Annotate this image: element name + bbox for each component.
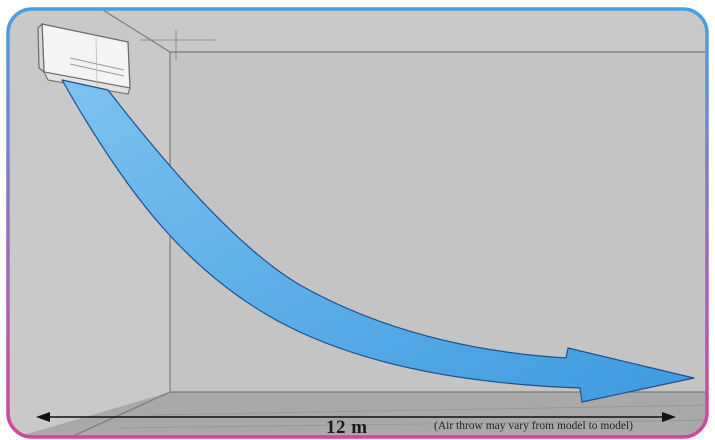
airflow-arrow-icon bbox=[61, 79, 695, 403]
double-arrow-icon bbox=[36, 412, 676, 422]
distance-label: 12 m bbox=[326, 417, 368, 438]
air-throw-note: (Air throw may vary from model to model) bbox=[434, 420, 633, 432]
air-conditioner-icon bbox=[37, 22, 131, 95]
floor-shading bbox=[119, 404, 707, 429]
diagram-frame bbox=[6, 7, 709, 439]
